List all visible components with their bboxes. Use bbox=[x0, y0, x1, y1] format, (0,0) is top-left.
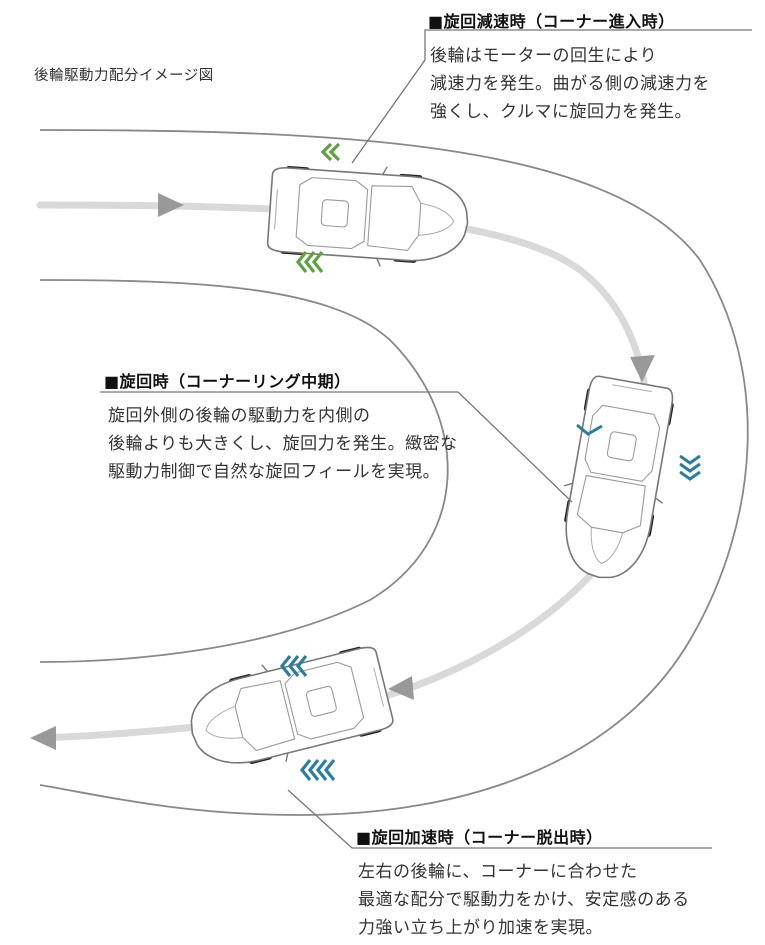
decel-line: 強くし、クルマに旋回力を発生。 bbox=[430, 102, 692, 122]
accel-line: 最適な配分で駆動力をかけ、安定感のある bbox=[358, 890, 690, 910]
mid-section-body: 旋回外側の後輪の駆動力を内側の 後輪よりも大きくし、旋回力を発生。緻密な 駆動力… bbox=[108, 402, 458, 486]
car-top-view-icon bbox=[548, 372, 684, 587]
regen-chevron-arrow-icon bbox=[320, 142, 341, 162]
accel-line: 左右の後輪に、コーナーに合わせた bbox=[358, 862, 638, 882]
drive-chevron-arrow-icon bbox=[279, 655, 308, 677]
decel-section-title: ■旋回減速時（コーナー進入時） bbox=[428, 12, 675, 31]
regen-chevron-arrow-icon bbox=[295, 251, 324, 273]
leader-line-accel bbox=[287, 789, 712, 849]
triangle-arrowhead-icon bbox=[388, 676, 414, 700]
mid-line: 駆動力制御で自然な旋回フィールを実現。 bbox=[108, 462, 441, 482]
accel-section-title: ■旋回加速時（コーナー脱出時） bbox=[356, 828, 603, 847]
accel-section-body: 左右の後輪に、コーナーに合わせた 最適な配分で駆動力をかけ、安定感のある 力強い… bbox=[358, 858, 690, 942]
drive-chevron-arrow-icon bbox=[576, 423, 603, 436]
diagram-caption: 後輪駆動力配分イメージ図 bbox=[34, 68, 214, 84]
mid-section-title: ■旋回時（コーナーリング中期） bbox=[104, 372, 351, 391]
triangle-arrowhead-icon bbox=[630, 355, 655, 382]
decel-section-body: 後輪はモーターの回生により 減速力を発生。曲がる側の減速力を 強くし、クルマに旋… bbox=[430, 42, 710, 126]
mid-line: 旋回外側の後輪の駆動力を内側の bbox=[108, 406, 371, 426]
triangle-arrowhead-icon bbox=[158, 193, 184, 217]
accel-line: 力強い立ち上がり加速を実現。 bbox=[358, 918, 603, 938]
triangle-arrowhead-icon bbox=[30, 726, 56, 750]
leader-line-mid bbox=[100, 391, 573, 503]
drive-chevron-arrow-icon bbox=[679, 454, 701, 481]
road-inner-edge bbox=[39, 279, 449, 663]
decel-line: 減速力を発生。曲がる側の減速力を bbox=[430, 74, 710, 94]
car-top-view-icon bbox=[265, 158, 472, 274]
road-outer-edge bbox=[39, 129, 749, 816]
drive-chevron-arrow-icon bbox=[299, 759, 336, 781]
mid-line: 後輪よりも大きくし、旋回力を発生。緻密な bbox=[108, 434, 458, 454]
leader-line-decel bbox=[351, 29, 752, 164]
decel-line: 後輪はモーターの回生により bbox=[430, 46, 658, 66]
